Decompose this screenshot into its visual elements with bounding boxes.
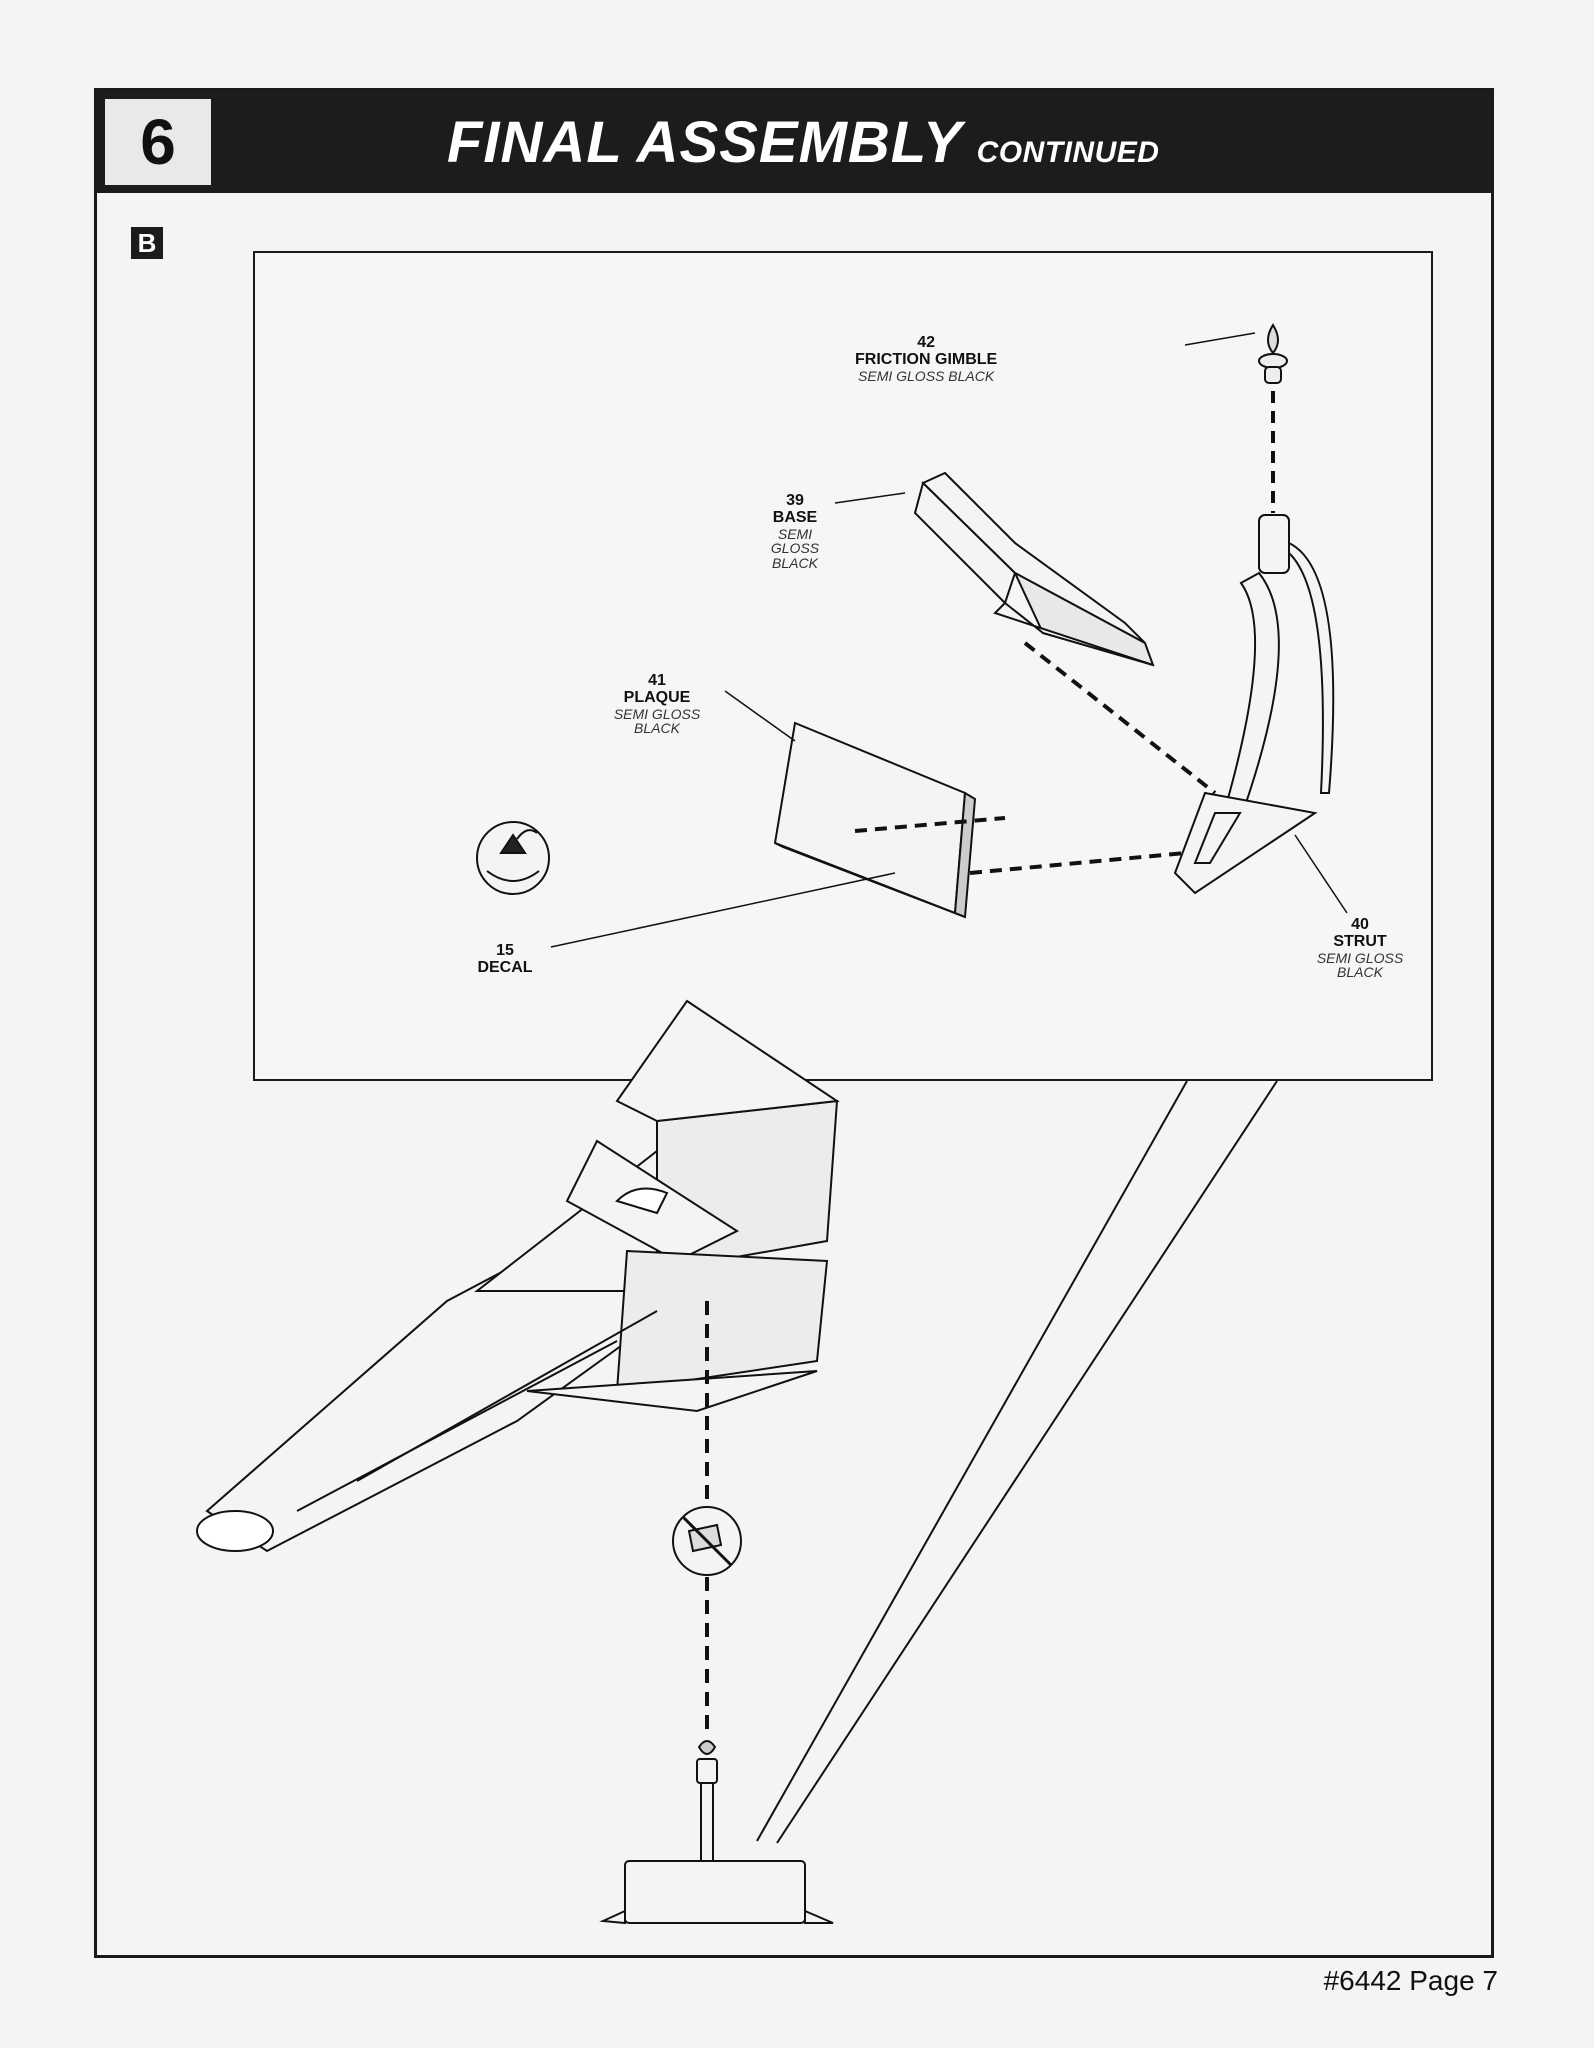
stand-exploded-drawing: [476, 323, 1348, 948]
decal-water-icon: [476, 821, 550, 895]
plaque-part-drawing: [773, 721, 977, 919]
plaque-guide-line-bottom: [969, 851, 1186, 875]
strut-paint: SEMI GLOSS BLACK: [1316, 949, 1404, 981]
base-number: 39: [786, 492, 804, 509]
decal-name: DECAL: [477, 958, 533, 976]
stand-assembled-drawing: [599, 1740, 834, 1925]
sub-step-badge: B: [131, 227, 163, 259]
gimble-label: 42 FRICTION GIMBLE SEMI GLOSS BLACK: [855, 334, 998, 384]
gimble-paint: SEMI GLOSS BLACK: [858, 367, 995, 384]
plaque-label: 41 PLAQUE SEMI GLOSS BLACK: [607, 672, 707, 737]
gimble-leader-line: [1184, 332, 1256, 346]
plaque-leader-line: [724, 690, 796, 742]
strut-label: 40 STRUT SEMI GLOSS BLACK: [1305, 916, 1415, 981]
plaque-name: PLAQUE: [623, 688, 691, 706]
decal-leader-line: [550, 872, 896, 948]
strut-leader-line: [1294, 834, 1348, 914]
strut-number: 40: [1351, 916, 1369, 933]
header-bar: 6 FINAL ASSEMBLY CONTINUED: [97, 91, 1491, 193]
page-number: #6442 Page 7: [1323, 1965, 1498, 1996]
page-frame: 6 FINAL ASSEMBLY CONTINUED B: [94, 88, 1494, 1958]
plaque-number: 41: [648, 672, 666, 689]
callout-pointer-right: [776, 1080, 1278, 1844]
gimble-name: FRICTION GIMBLE: [855, 350, 998, 368]
base-leader-line: [834, 492, 906, 504]
plaque-guide-line-top: [854, 816, 1006, 833]
detail-callout-box: 42 FRICTION GIMBLE SEMI GLOSS BLACK 39 B…: [253, 251, 1433, 1081]
strut-part-drawing: [1173, 514, 1335, 895]
no-glue-icon: [672, 1506, 742, 1576]
title-main: FINAL ASSEMBLY: [447, 110, 963, 175]
step-number: 6: [105, 99, 211, 185]
plaque-paint: SEMI GLOSS BLACK: [613, 705, 701, 737]
callout-pointer-left: [756, 1080, 1188, 1842]
decal-number: 15: [496, 942, 514, 959]
decal-label: 15 DECAL: [465, 942, 545, 977]
page-title: FINAL ASSEMBLY CONTINUED: [447, 109, 1159, 176]
gimble-number: 42: [917, 334, 935, 351]
base-part-drawing: [913, 471, 1155, 667]
strut-name: STRUT: [1333, 932, 1387, 950]
base-name: BASE: [772, 508, 818, 526]
ship-drawing: [196, 999, 840, 1553]
base-label: 39 BASE SEMI GLOSS BLACK: [755, 492, 835, 571]
title-suffix: CONTINUED: [976, 136, 1160, 169]
base-paint: SEMI GLOSS BLACK: [770, 525, 820, 571]
gimble-part-drawing: [1258, 323, 1288, 384]
base-guide-line: [1023, 641, 1217, 795]
